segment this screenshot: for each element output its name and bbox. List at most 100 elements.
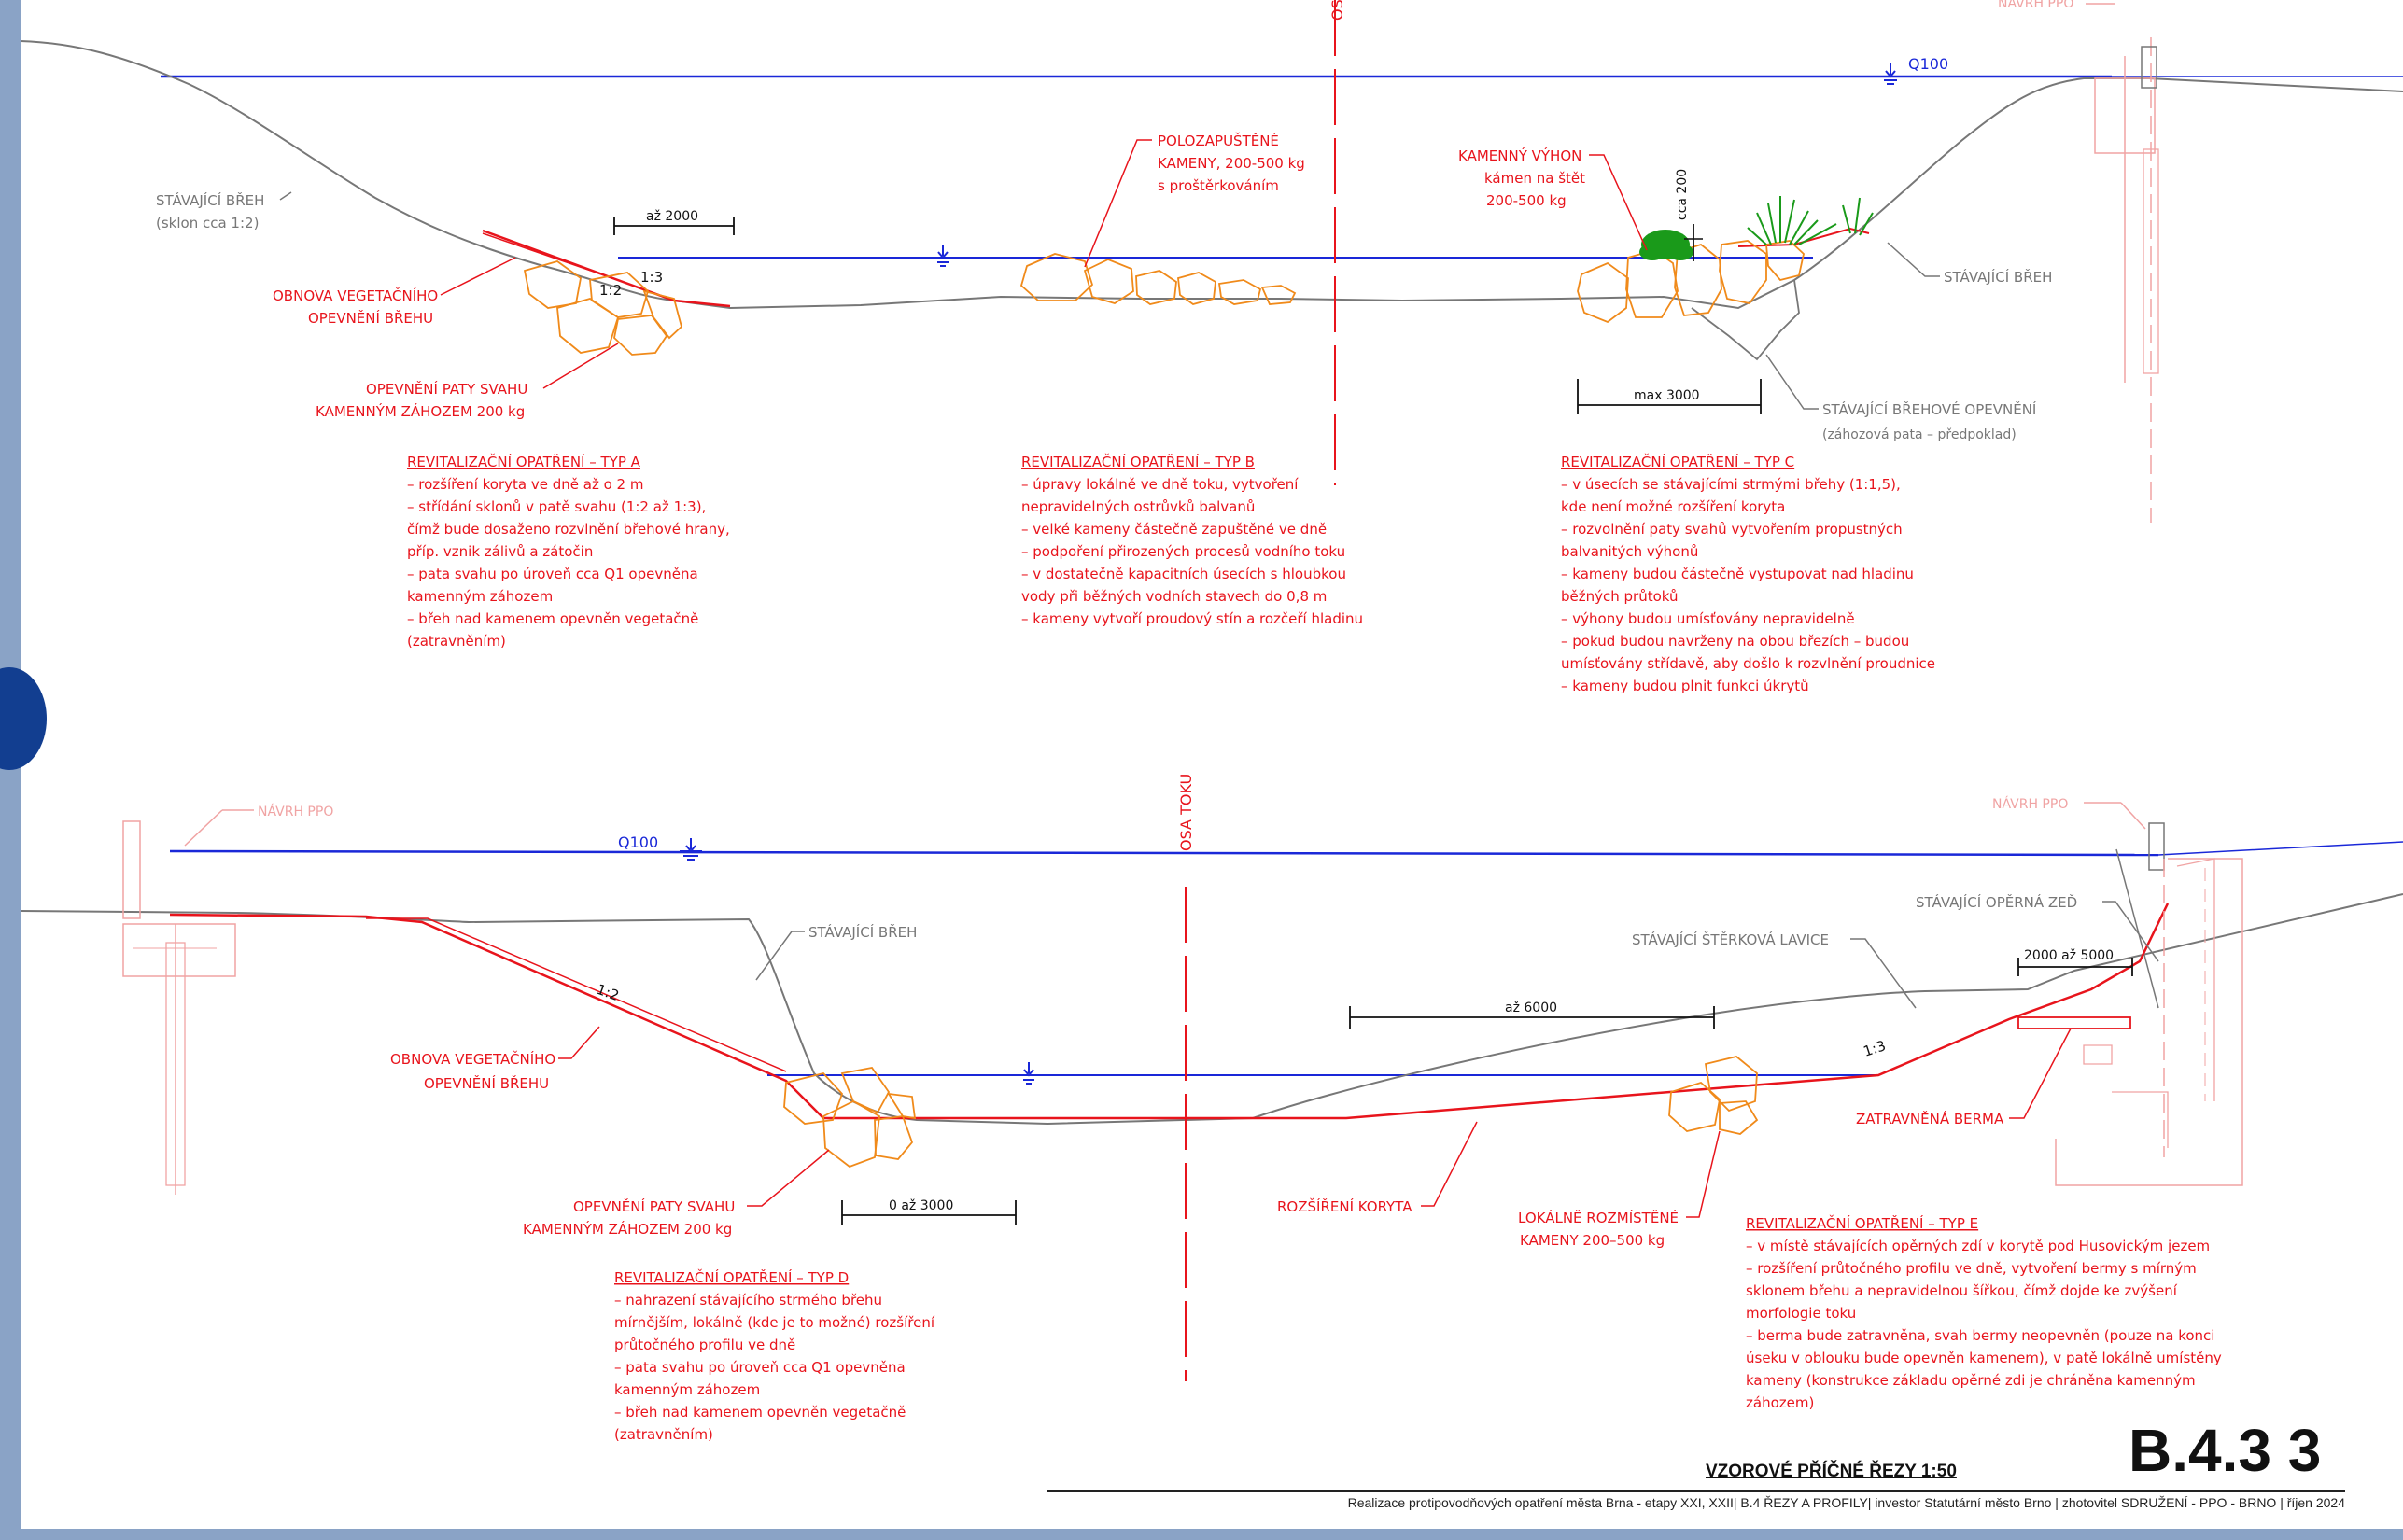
type-b-line: – v dostatečně kapacitních úsecích s hlo… [1021,566,1346,582]
top-dim-3000 [1577,379,1762,414]
top-existing-rev-2: (záhozová pata – předpoklad) [1822,427,2017,442]
bottom-axis-label: OSA TOKU [1177,774,1195,851]
bottom-existing-terrain [21,893,2403,1126]
type-d-line: – nahrazení stávajícího strmého břehu [614,1292,882,1309]
sheet-number: B.4.3 3 [2129,1417,2322,1484]
type-a-line: – rozšíření koryta ve dně až o 2 m [407,476,643,493]
type-c-line: umísťovány střídavě, aby došlo k rozvlně… [1561,655,1935,672]
type-c-line: kde není možné rozšíření koryta [1561,498,1785,515]
type-e-line: kameny (konstrukce základu opěrné zdi je… [1746,1372,2196,1389]
footer-rule [1047,1490,2345,1492]
type-a-line: příp. vznik zálivů a zátočin [407,543,593,560]
top-q100-water-symbol [1880,63,1901,85]
type-e-line: úseku v oblouku bude opevněn kamenem), v… [1746,1350,2222,1366]
bottom-navrh-ppo-left: NÁVRH PPO [258,804,333,819]
top-ppo-structure [2094,37,2159,523]
top-q100-label: Q100 [1908,55,1948,73]
bottom-navrh-ppo-right: NÁVRH PPO [1992,796,2068,812]
top-toe-label-2: KAMENNÝM ZÁHOZEM 200 kg [316,402,525,420]
type-a-line: – střídání sklonů v patě svahu (1:2 až 1… [407,498,706,515]
bottom-toe-label-1: OPEVNĚNÍ PATY SVAHU [573,1197,735,1215]
bottom-wall-label: STÁVAJÍCÍ OPĚRNÁ ZEĎ [1916,893,2077,911]
bottom-design-profile [169,903,2170,1120]
footer-text: Realizace protipovodňových opatření měst… [1347,1495,2345,1510]
type-a-line: kamenným záhozem [407,588,553,605]
top-stones-label-2: KAMENY, 200-500 kg [1158,155,1305,172]
bottom-stones-label-1: LOKÁLNĚ ROZMÍSTĚNÉ [1518,1209,1679,1226]
bottom-widening-label: ROZŠÍŘENÍ KORYTA [1277,1197,1412,1215]
top-right-bank-label: STÁVAJÍCÍ BŘEH [1944,268,2052,286]
bottom-stones-label-2: KAMENY 200–500 kg [1520,1232,1665,1249]
bottom-slope-13: 1:3 [1862,1037,1889,1060]
bottom-riprap-d [783,1067,917,1169]
bottom-veg-label-1: OBNOVA VEGETAČNÍHO [390,1050,555,1068]
type-e-line: morfologie toku [1746,1305,1856,1322]
type-e-line: sklonem břehu a nepravidelnou šířkou, čí… [1746,1282,2178,1299]
bottom-left-ppo [122,820,236,1195]
type-d-title: REVITALIZAČNÍ OPATŘENÍ – TYP D [614,1268,849,1286]
top-slope-12: 1:2 [599,282,622,299]
type-c-line: balvanitých výhonů [1561,543,1698,560]
top-vegetation [1639,230,1693,260]
type-b-line: – kameny vytvoří proudový stín a rozčeří… [1021,610,1363,627]
bottom-berm-label: ZATRAVNĚNÁ BERMA [1856,1110,2004,1127]
type-c-line: – výhony budou umísťovány nepravidelně [1561,610,1855,627]
top-toe-label-1: OPEVNĚNÍ PATY SVAHU [366,380,527,398]
top-normal-water-symbol [934,245,952,267]
type-d-line: mírnějším, lokálně (kde je to možné) roz… [614,1314,935,1331]
type-d-note: REVITALIZAČNÍ OPATŘENÍ – TYP D – nahraze… [614,1268,935,1443]
type-c-line: – kameny budou plnit funkci úkrytů [1561,678,1809,694]
top-slope-13: 1:3 [640,269,663,286]
type-d-line: – břeh nad kamenem opevněn vegetačně [614,1404,906,1421]
bottom-left-bank-label: STÁVAJÍCÍ BŘEH [808,923,917,941]
type-a-line: čímž bude dosaženo rozvlnění břehové hra… [407,521,730,538]
top-dim-3000-label: max 3000 [1634,388,1700,403]
type-c-note: REVITALIZAČNÍ OPATŘENÍ – TYP C – v úsecí… [1561,453,1935,694]
sheet-title: VZOROVÉ PŘÍČNÉ ŘEZY 1:50 [1706,1462,1957,1481]
type-e-line: – berma bude zatravněna, svah bermy neop… [1746,1327,2214,1344]
top-outcrop-label-1: KAMENNÝ VÝHON [1458,147,1581,164]
top-dim-2000 [613,217,735,235]
type-a-line: – břeh nad kamenem opevněn vegetačně [407,610,698,627]
cross-section-drawing: Q100 [21,0,2403,1443]
bottom-q100-line [169,849,2159,857]
type-a-note: REVITALIZAČNÍ OPATŘENÍ – TYP A – rozšíře… [407,453,730,650]
top-outcrop-label-2: kámen na štět [1484,170,1585,187]
top-veg-label-2: OPEVNĚNÍ BŘEHU [308,309,433,327]
top-dim-2000-label: až 2000 [646,209,698,224]
type-d-line: kamenným záhozem [614,1381,760,1398]
bottom-dim-6000-label: až 6000 [1505,1001,1557,1015]
type-e-line: – v místě stávajících opěrných zdí v kor… [1746,1238,2210,1254]
type-b-line: – velké kameny částečně zapuštěné ve dně [1021,521,1327,538]
type-c-line: běžných průtoků [1561,588,1679,605]
bottom-gravel-bar-label: STÁVAJÍCÍ ŠTĚRKOVÁ LAVICE [1632,931,1829,948]
top-outcrop-label-3: 200-500 kg [1486,192,1567,209]
top-dim-cca200: cca 200 [1675,169,1690,220]
type-e-note: REVITALIZAČNÍ OPATŘENÍ – TYP E – v místě… [1746,1214,2222,1411]
type-c-line: – pokud budou navrženy na obou březích –… [1561,633,1909,650]
type-a-line: – pata svahu po úroveň cca Q1 opevněna [407,566,698,582]
type-c-line: – rozvolnění paty svahů vytvořením propu… [1561,521,1903,538]
bottom-q100-symbol [680,838,702,861]
bottom-dim-6000 [1349,1006,1715,1029]
type-a-title: REVITALIZAČNÍ OPATŘENÍ – TYP A [407,453,641,470]
bottom-toe-label-2: KAMENNÝM ZÁHOZEM 200 kg [523,1220,732,1238]
type-c-line: – v úsecích se stávajícími strmými břehy… [1561,476,1901,493]
bottom-section: Q100 OSA TOKU [21,774,2403,1443]
top-left-bank-slope: (sklon cca 1:2) [156,215,259,231]
top-axis-label: OSA [1328,0,1346,21]
type-d-line: – pata svahu po úroveň cca Q1 opevněna [614,1359,906,1376]
type-e-line: záhozem) [1746,1394,1814,1411]
bottom-slope-12: 1:2 [595,981,622,1004]
type-c-title: REVITALIZAČNÍ OPATŘENÍ – TYP C [1561,453,1794,470]
bottom-dim-3000 [841,1200,1017,1225]
top-navrh-ppo: NÁVRH PPO [1998,0,2073,11]
type-b-note: REVITALIZAČNÍ OPATŘENÍ – TYP B – úpravy … [1021,453,1363,627]
type-d-line: (zatravněním) [614,1426,713,1443]
type-b-line: – úpravy lokálně ve dně toku, vytvoření [1021,476,1299,493]
top-stones-label-3: s proštěrkováním [1158,177,1279,194]
bottom-stones-e [1668,1056,1759,1135]
bottom-veg-label-2: OPEVNĚNÍ BŘEHU [424,1074,549,1092]
top-riprap-a [523,260,683,356]
top-section: Q100 [21,0,2403,694]
